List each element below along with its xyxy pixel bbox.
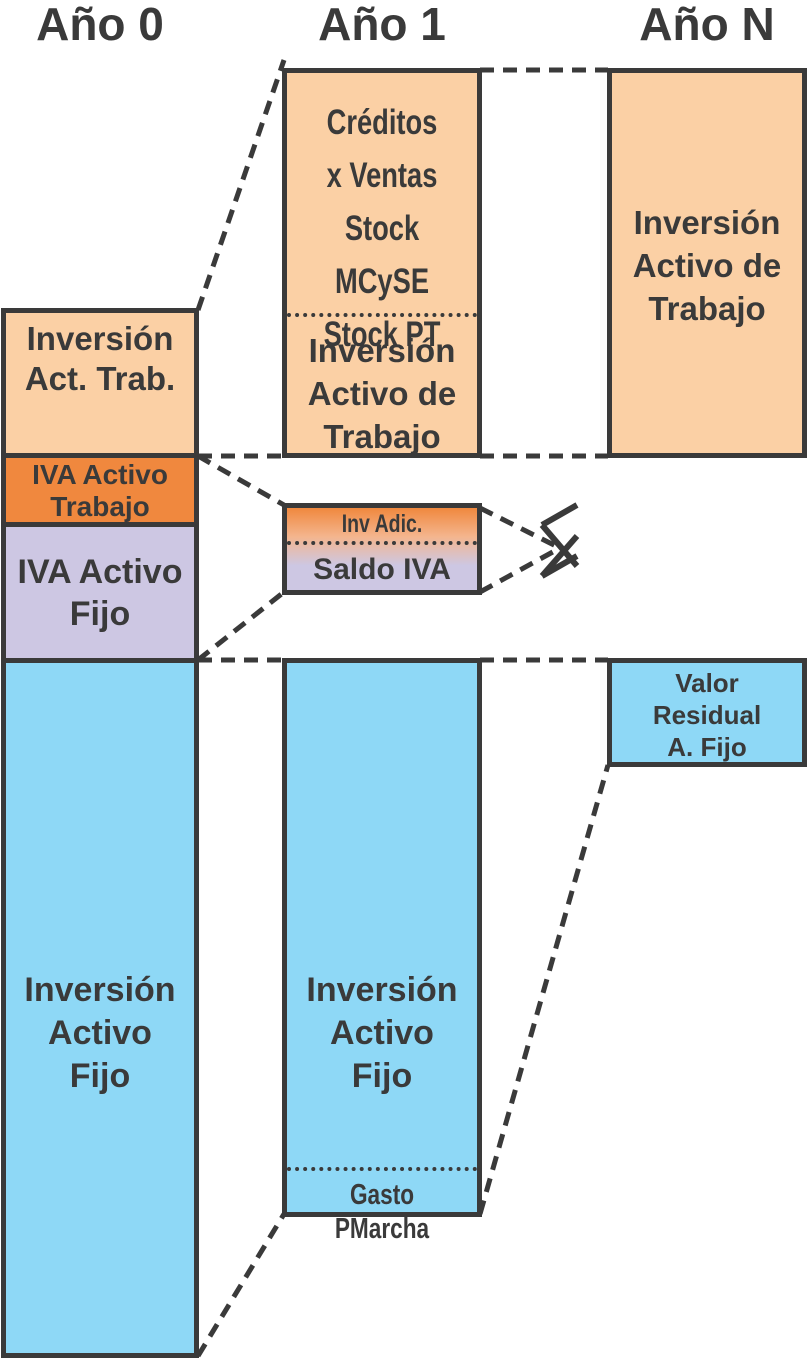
year0-iva-activo-trabajo-label: IVA Activo Trabajo	[32, 459, 168, 522]
year0-iva-activo-fijo-label: IVA Activo Fijo	[17, 553, 183, 633]
year1-inversion-activo-fijo-label: Inversión Activo Fijo	[306, 971, 458, 1095]
column-title-year-0: Año 0	[36, 0, 164, 50]
year1-iva-divider	[287, 541, 477, 545]
yearN-valor-residual-box: Valor Residual A. Fijo	[607, 658, 807, 767]
year1-saldo-iva-label: Saldo IVA	[313, 553, 451, 586]
year0-iva-activo-fijo-box: IVA Activo Fijo	[1, 522, 199, 663]
year1-iva-box: Inv Adic. Saldo IVA	[282, 503, 482, 595]
yearN-valor-residual-label: Valor Residual A. Fijo	[652, 668, 762, 762]
year1-inversion-activo-fijo-box: Inversión Activo Fijo Gasto PMarcha	[282, 658, 482, 1245]
connector-iva-top	[196, 453, 286, 508]
year0-inversion-activo-fijo-label: Inversión Activo Fijo	[24, 971, 176, 1095]
year0-inversion-activo-fijo-box: Inversión Activo Fijo	[1, 658, 199, 1358]
year1-working-capital-box: Créditos x Ventas Stock MCySE Stock PT I…	[282, 68, 482, 458]
year0-inversion-act-trab-box: Inversión Act. Trab.	[1, 308, 199, 458]
connector-work-top	[195, 59, 287, 311]
year1-inv-adic-label: Inv Adic.	[341, 510, 423, 538]
yearN-inversion-activo-trabajo-box: Inversión Activo de Trabajo	[607, 68, 807, 458]
year0-iva-activo-trabajo-box: IVA Activo Trabajo	[1, 453, 199, 527]
year0-inversion-act-trab-label: Inversión Act. Trab.	[24, 320, 176, 397]
year1-inversion-activo-trabajo-label: Inversión Activo de Trabajo	[307, 332, 457, 455]
yearN-inversion-activo-trabajo-label: Inversión Activo de Trabajo	[632, 204, 782, 327]
column-title-year-1: Año 1	[318, 0, 446, 50]
year1-gasto-pmarcha-label: Gasto PMarcha	[334, 1179, 430, 1245]
connector-fixed-bottom	[195, 1212, 287, 1358]
connector-iva-cross-top	[478, 505, 562, 551]
column-title-year-n: Año N	[639, 0, 775, 50]
connector-iva-cross-bottom	[478, 545, 562, 595]
cancel-cross-icon	[539, 502, 580, 579]
year1-fixed-divider	[287, 1167, 477, 1171]
year1-working-capital-divider	[287, 313, 477, 317]
connector-iva-bottom	[196, 590, 286, 662]
year1-working-capital-items-label: Créditos x Ventas Stock MCySE Stock PT	[323, 103, 441, 354]
connector-fixed-year1-bottom	[477, 764, 611, 1215]
